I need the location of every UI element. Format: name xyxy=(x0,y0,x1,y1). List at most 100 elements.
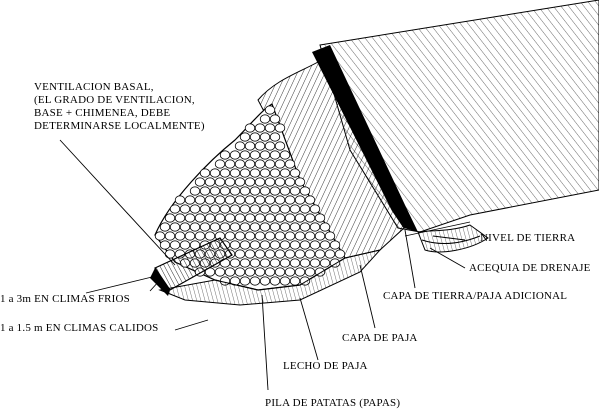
potato xyxy=(229,258,241,268)
potato xyxy=(264,141,276,151)
potato xyxy=(184,195,196,205)
leader-capa-tierra xyxy=(404,229,416,289)
potato xyxy=(169,204,181,214)
potato xyxy=(334,249,346,259)
potato xyxy=(229,240,241,250)
potato xyxy=(254,177,266,187)
potato xyxy=(264,267,276,277)
potato xyxy=(269,204,281,214)
potato xyxy=(274,159,286,169)
potato xyxy=(204,177,216,187)
potato xyxy=(254,159,266,169)
potato xyxy=(299,258,311,268)
potato xyxy=(259,132,271,142)
potato xyxy=(244,123,256,133)
potato xyxy=(264,195,276,205)
potato xyxy=(284,267,296,277)
potato xyxy=(269,240,281,250)
potato xyxy=(194,195,206,205)
potato xyxy=(174,195,186,205)
potato xyxy=(239,222,251,232)
potato xyxy=(234,267,246,277)
potato xyxy=(274,267,286,277)
potato xyxy=(159,240,171,250)
potato xyxy=(314,231,326,241)
potato xyxy=(269,276,281,286)
potato xyxy=(274,195,286,205)
potato xyxy=(309,240,321,250)
potato xyxy=(224,213,236,223)
pila-patatas-shape xyxy=(154,103,346,291)
potato xyxy=(289,240,301,250)
potato xyxy=(279,276,291,286)
ground-line xyxy=(404,221,471,237)
potato xyxy=(284,231,296,241)
potato xyxy=(274,249,286,259)
potato xyxy=(239,258,251,268)
potato xyxy=(284,195,296,205)
potato xyxy=(179,240,191,250)
potato xyxy=(214,177,226,187)
label-ventilacion-basal: VENTILACION BASAL, (EL GRADO DE VENTILAC… xyxy=(34,81,205,132)
potato xyxy=(239,150,251,160)
potato xyxy=(219,150,231,160)
potato xyxy=(274,231,286,241)
potato xyxy=(274,177,286,187)
potato xyxy=(284,177,296,187)
potato xyxy=(189,222,201,232)
potato xyxy=(209,204,221,214)
potato xyxy=(294,177,306,187)
potato xyxy=(164,213,176,223)
potato xyxy=(214,267,226,277)
potato xyxy=(279,168,291,178)
potato xyxy=(314,213,326,223)
potato xyxy=(254,267,266,277)
leader-acequia xyxy=(429,247,466,269)
potato xyxy=(239,168,251,178)
potato xyxy=(259,276,271,286)
potato xyxy=(254,123,266,133)
potato xyxy=(279,222,291,232)
potato xyxy=(229,204,241,214)
potato xyxy=(224,195,236,205)
potato xyxy=(309,258,321,268)
potato xyxy=(269,150,281,160)
label-acequia-drenaje: ACEQUIA DE DRENAJE xyxy=(469,262,591,274)
potato xyxy=(229,222,241,232)
leader-lines xyxy=(59,139,466,391)
potato xyxy=(199,204,211,214)
potato xyxy=(184,231,196,241)
potato xyxy=(249,186,261,196)
potato xyxy=(249,150,261,160)
potato xyxy=(299,186,311,196)
potato xyxy=(244,267,256,277)
potato xyxy=(279,150,291,160)
potato xyxy=(284,249,296,259)
potato xyxy=(244,141,256,151)
potato xyxy=(324,231,336,241)
potato xyxy=(254,249,266,259)
potato xyxy=(179,222,191,232)
potato xyxy=(289,186,301,196)
potato xyxy=(269,258,281,268)
potato xyxy=(204,231,216,241)
potato xyxy=(259,204,271,214)
potato xyxy=(184,213,196,223)
label-climas-calidos: 1 a 1.5 m EN CLIMAS CALIDOS xyxy=(0,322,159,334)
leader-nivel-tierra xyxy=(432,235,466,241)
potato xyxy=(214,159,226,169)
potato xyxy=(234,231,246,241)
potato xyxy=(244,159,256,169)
potato xyxy=(264,159,276,169)
potato xyxy=(299,204,311,214)
potato xyxy=(294,267,306,277)
potato xyxy=(304,195,316,205)
potato xyxy=(294,231,306,241)
potato xyxy=(234,141,246,151)
potato xyxy=(224,267,236,277)
potato xyxy=(199,186,211,196)
potato xyxy=(289,222,301,232)
potato xyxy=(284,159,296,169)
potato xyxy=(214,195,226,205)
